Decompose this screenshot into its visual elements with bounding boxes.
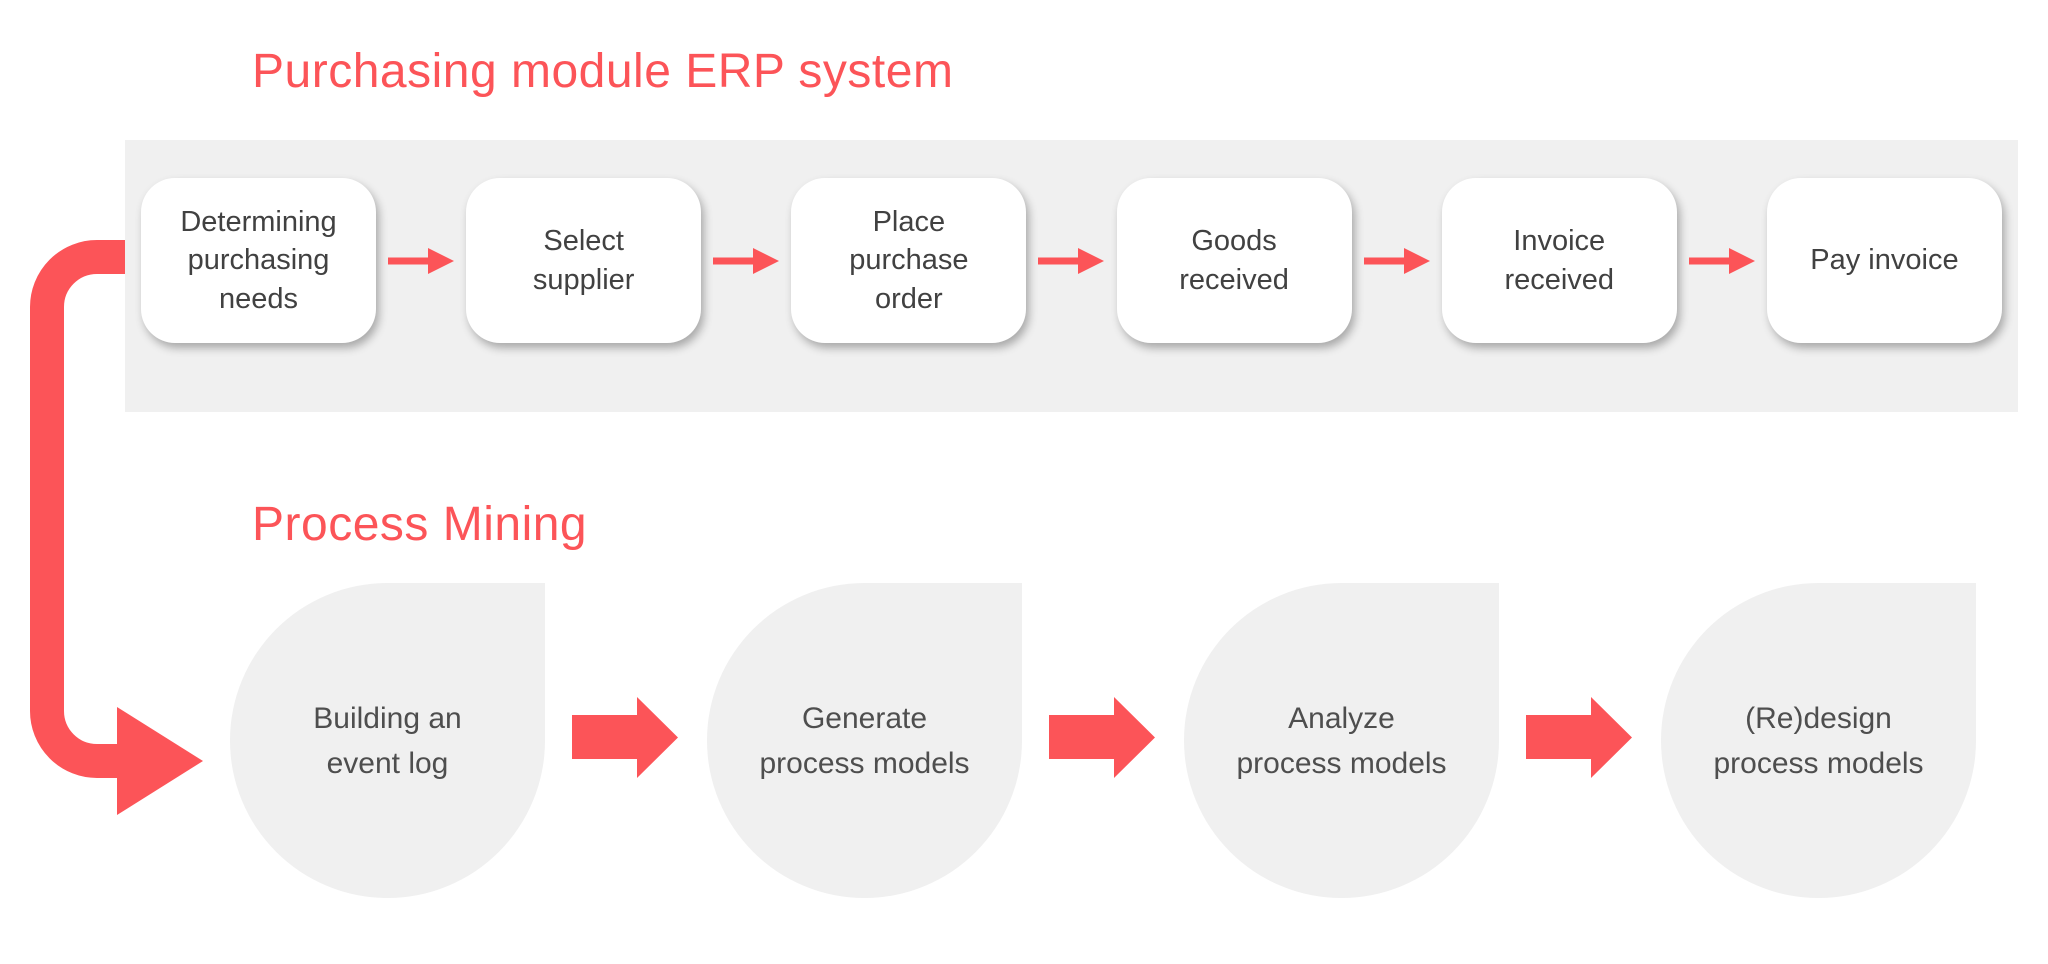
mining-step-label: (Re)design process models — [1713, 701, 1924, 780]
block-arrow-right-icon — [1526, 697, 1632, 778]
erp-step-box: Pay invoice — [1766, 178, 2002, 343]
arrow-right-icon — [1363, 248, 1430, 274]
erp-step-label: Goods received — [1179, 225, 1289, 296]
mining-step-droplet: Generate process models — [707, 583, 1022, 898]
erp-step-label: Determining purchasing needs — [180, 206, 337, 315]
arrow-right-icon — [1688, 248, 1755, 274]
mining-step-droplet: Building an event log — [230, 583, 545, 898]
erp-step-box: Place purchase order — [791, 178, 1027, 343]
mining-step-droplet: (Re)design process models — [1661, 583, 1976, 898]
mining-step-label: Analyze process models — [1236, 701, 1447, 780]
erp-step-label: Select supplier — [532, 225, 635, 296]
erp-step-box: Select supplier — [466, 178, 702, 343]
block-arrow-right-icon — [572, 697, 678, 778]
erp-step-box: Goods received — [1116, 178, 1352, 343]
arrow-right-icon — [388, 248, 455, 274]
arrow-right-icon — [1038, 248, 1105, 274]
erp-step-box: Determining purchasing needs — [141, 178, 376, 343]
erp-step-box: Invoice received — [1441, 178, 1677, 343]
erp-step-label: Invoice received — [1504, 225, 1615, 296]
mining-step-droplet: Analyze process models — [1184, 583, 1499, 898]
erp-step-label: Place purchase order — [849, 206, 969, 315]
block-arrow-right-icon — [1049, 697, 1155, 778]
mining-step-label: Building an event log — [313, 701, 462, 780]
arrow-right-icon — [713, 248, 780, 274]
mining-step-label: Generate process models — [759, 701, 970, 780]
mining-section-title: Process Mining — [252, 498, 588, 551]
erp-step-label: Pay invoice — [1810, 244, 1959, 277]
erp-section-title: Purchasing module ERP system — [252, 45, 954, 98]
erp-band: Determining purchasing needs Select supp… — [125, 140, 2018, 412]
